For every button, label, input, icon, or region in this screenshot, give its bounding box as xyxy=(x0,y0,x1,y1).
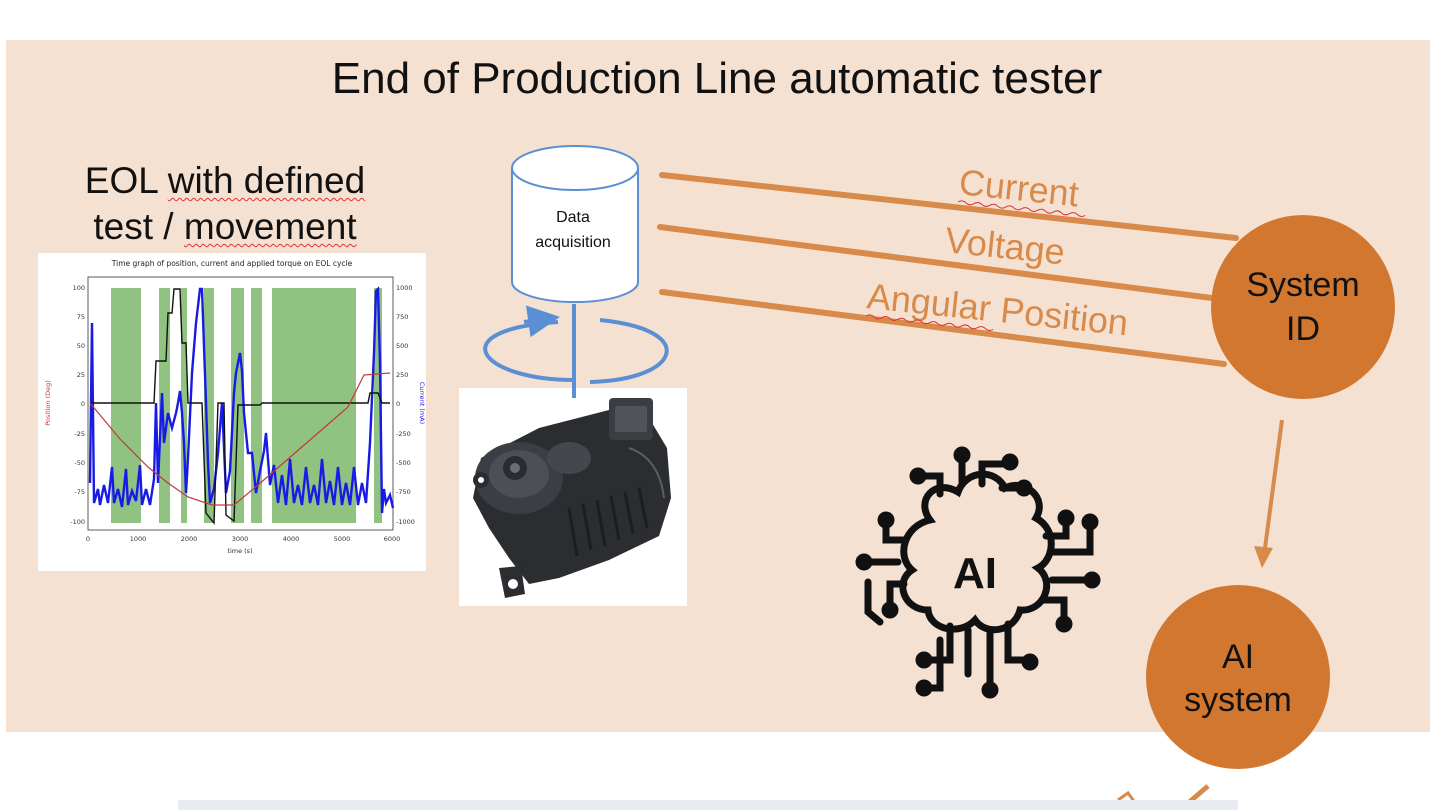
svg-text:5000: 5000 xyxy=(334,535,351,543)
graph-title: Time graph of position, current and appl… xyxy=(111,259,353,268)
eol-label-underlined: with defined xyxy=(167,160,366,201)
graph-x-label: time (s) xyxy=(227,547,252,555)
data-acquisition-label: acquisition xyxy=(535,234,611,251)
svg-text:-1000: -1000 xyxy=(396,518,415,526)
current-line xyxy=(659,172,1239,241)
svg-text:-75: -75 xyxy=(74,488,85,496)
svg-text:750: 750 xyxy=(396,313,408,321)
graph-bands xyxy=(111,288,382,523)
graph-y-ticks-right: 1000 750 500 250 0 -250 -500 -750 -1000 xyxy=(396,284,415,526)
graph-y-ticks-left: 100 75 50 25 0 -25 -50 -75 -100 xyxy=(70,284,85,526)
graph-current-trace xyxy=(88,286,395,514)
actuator-illustration xyxy=(473,398,671,598)
graph-x-ticks: 0 1000 2000 3000 4000 5000 6000 xyxy=(86,535,400,543)
svg-text:25: 25 xyxy=(77,371,85,379)
rotation-arrow xyxy=(483,304,669,398)
system-id-label: System xyxy=(1246,266,1359,304)
eol-time-graph: Time graph of position, current and appl… xyxy=(38,253,426,571)
eol-time-graph-svg: Time graph of position, current and appl… xyxy=(44,259,426,555)
eol-label-word: test / xyxy=(93,206,184,247)
voltage-line xyxy=(657,224,1215,301)
svg-text:100: 100 xyxy=(73,284,85,292)
angular-position-line xyxy=(659,289,1227,367)
graph-y-label-right: Current (mA) xyxy=(418,382,426,424)
svg-text:1000: 1000 xyxy=(130,535,147,543)
svg-text:2000: 2000 xyxy=(181,535,198,543)
svg-text:75: 75 xyxy=(77,313,85,321)
system-id-node: System ID xyxy=(1211,215,1395,399)
graph-y-label-left: Position (Deg) xyxy=(44,380,52,426)
ai-system-label: AI xyxy=(1222,638,1254,676)
eol-label-word: EOL xyxy=(84,160,168,201)
data-acquisition-cylinder: Data acquisition xyxy=(511,145,639,303)
ai-system-label: system xyxy=(1184,681,1292,719)
svg-text:1000: 1000 xyxy=(396,284,413,292)
svg-text:50: 50 xyxy=(77,342,85,350)
svg-text:-25: -25 xyxy=(74,430,85,438)
signal-labels: Current Voltage Angular Position xyxy=(865,161,1130,343)
svg-text:500: 500 xyxy=(396,342,408,350)
svg-text:-100: -100 xyxy=(70,518,85,526)
svg-text:0: 0 xyxy=(81,400,85,408)
system-id-label: ID xyxy=(1286,310,1320,348)
svg-text:250: 250 xyxy=(396,371,408,379)
svg-text:0: 0 xyxy=(86,535,90,543)
svg-text:-250: -250 xyxy=(396,430,411,438)
system-id-to-ai-arrow xyxy=(1254,419,1284,568)
actuator-photo xyxy=(459,388,687,606)
spellcheck-squiggles xyxy=(865,200,1086,331)
ai-icon-label: AI xyxy=(953,549,997,598)
ai-system-node: AI system xyxy=(1146,585,1330,769)
signal-lines xyxy=(657,172,1239,367)
eol-label: EOL with defined test / movement xyxy=(40,158,410,250)
svg-text:4000: 4000 xyxy=(283,535,300,543)
page-title: End of Production Line automatic tester xyxy=(331,54,1103,103)
next-slide-edge xyxy=(178,800,1238,810)
svg-text:-750: -750 xyxy=(396,488,411,496)
graph-position-trace xyxy=(89,372,391,506)
svg-text:3000: 3000 xyxy=(232,535,249,543)
data-acquisition-label: Data xyxy=(556,209,590,226)
ai-brain-icon xyxy=(855,446,1101,699)
svg-text:6000: 6000 xyxy=(384,535,401,543)
svg-text:0: 0 xyxy=(396,400,400,408)
svg-text:-500: -500 xyxy=(396,459,411,467)
eol-label-underlined: movement xyxy=(183,206,357,247)
svg-text:-50: -50 xyxy=(74,459,85,467)
